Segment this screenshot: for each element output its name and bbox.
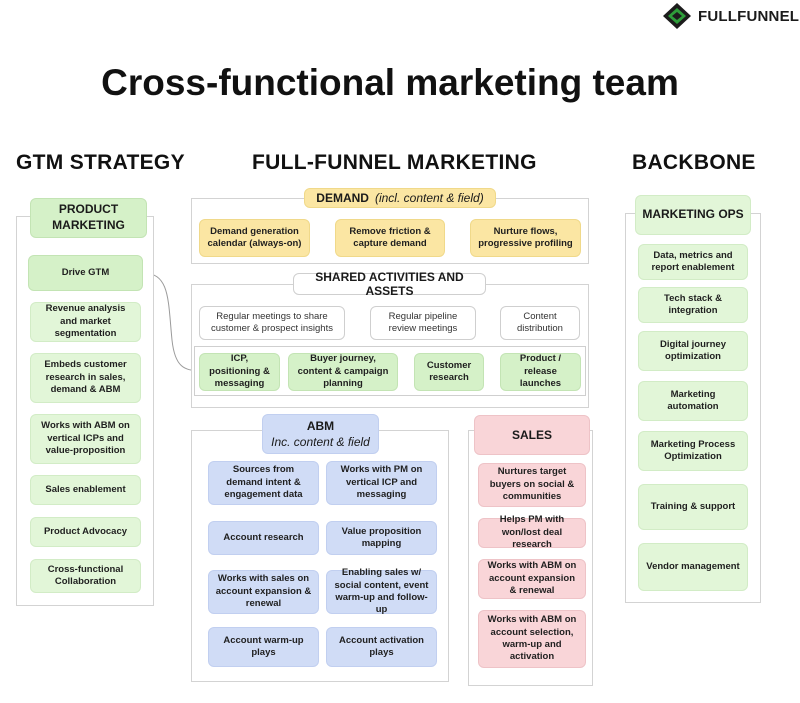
- pm-item-sales-enablement: Sales enablement: [30, 475, 141, 505]
- abm-item-social-content: Enabling sales w/ social content, event …: [326, 567, 437, 615]
- ops-item-vendor: Vendor management: [638, 543, 748, 591]
- page-title: Cross-functional marketing team: [101, 62, 679, 103]
- ops-item-process: Marketing Process Optimization: [638, 431, 748, 471]
- abm-header: ABM Inc. content & field: [262, 414, 379, 454]
- pm-item-drive-gtm: Drive GTM: [28, 255, 143, 291]
- ops-item-tech-stack: Tech stack & integration: [638, 287, 748, 323]
- demand-item-nurture: Nurture flows, progressive profiling: [470, 219, 581, 257]
- sales-item-expansion: Works with ABM on account expansion & re…: [478, 559, 586, 599]
- demand-item-calendar: Demand generation calendar (always-on): [199, 219, 310, 257]
- pm-item-abm-icp: Works with ABM on vertical ICPs and valu…: [30, 414, 141, 464]
- pm-item-customer-research: Embeds customer research in sales, deman…: [30, 353, 141, 403]
- pm-item-collaboration: Cross-functional Collaboration: [30, 559, 141, 593]
- sales-item-selection: Works with ABM on account selection, war…: [478, 610, 586, 668]
- sales-item-won-lost: Helps PM with won/lost deal research: [478, 514, 586, 550]
- demand-header-label: DEMAND: [316, 191, 369, 205]
- shared-item-insights: Regular meetings to share customer & pro…: [199, 306, 345, 340]
- fullfunnel-logo: FULLFUNNEL: [660, 2, 800, 30]
- shared-item-customer-research: Customer research: [414, 353, 484, 391]
- demand-header-note: (incl. content & field): [374, 191, 484, 205]
- abm-item-account-research: Account research: [208, 521, 319, 555]
- pm-item-revenue-analysis: Revenue analysis and market segmentation: [30, 302, 141, 342]
- sales-header: SALES: [474, 415, 590, 455]
- shared-item-content: Content distribution: [500, 306, 580, 340]
- shared-item-launches: Product / release launches: [500, 353, 581, 391]
- ops-item-digital-journey: Digital journey optimization: [638, 331, 748, 371]
- fullfunnel-logo-icon: [663, 3, 691, 29]
- ops-item-training: Training & support: [638, 484, 748, 530]
- column-title-gtm: GTM STRATEGY: [16, 151, 185, 174]
- demand-item-friction: Remove friction & capture demand: [335, 219, 445, 257]
- column-title-backbone: BACKBONE: [632, 151, 756, 174]
- abm-header-note: Inc. content & field: [271, 435, 370, 449]
- abm-item-value-prop: Value proposition mapping: [326, 521, 437, 555]
- shared-item-icp: ICP, positioning & messaging: [199, 353, 280, 391]
- sales-item-nurture: Nurtures target buyers on social & commu…: [478, 463, 586, 507]
- abm-item-expansion: Works with sales on account expansion & …: [208, 570, 319, 614]
- abm-item-intent-data: Sources from demand intent & engagement …: [208, 461, 319, 505]
- abm-item-warm-up: Account warm-up plays: [208, 627, 319, 667]
- marketing-ops-header: MARKETING OPS: [635, 195, 751, 235]
- pm-item-product-advocacy: Product Advocacy: [30, 517, 141, 547]
- demand-header: DEMAND (incl. content & field): [304, 188, 496, 208]
- abm-item-activation: Account activation plays: [326, 627, 437, 667]
- shared-item-buyer-journey: Buyer journey, content & campaign planni…: [288, 353, 398, 391]
- product-marketing-header: PRODUCT MARKETING: [30, 198, 147, 238]
- abm-item-pm-icp: Works with PM on vertical ICP and messag…: [326, 461, 437, 505]
- ops-item-data: Data, metrics and report enablement: [638, 244, 748, 280]
- abm-header-label: ABM: [306, 418, 335, 433]
- shared-item-pipeline: Regular pipeline review meetings: [370, 306, 476, 340]
- column-title-ffm: FULL-FUNNEL MARKETING: [252, 151, 537, 174]
- ops-item-automation: Marketing automation: [638, 381, 748, 421]
- shared-header: SHARED ACTIVITIES AND ASSETS: [293, 270, 486, 298]
- brand-name: FULLFUNNEL: [698, 7, 800, 25]
